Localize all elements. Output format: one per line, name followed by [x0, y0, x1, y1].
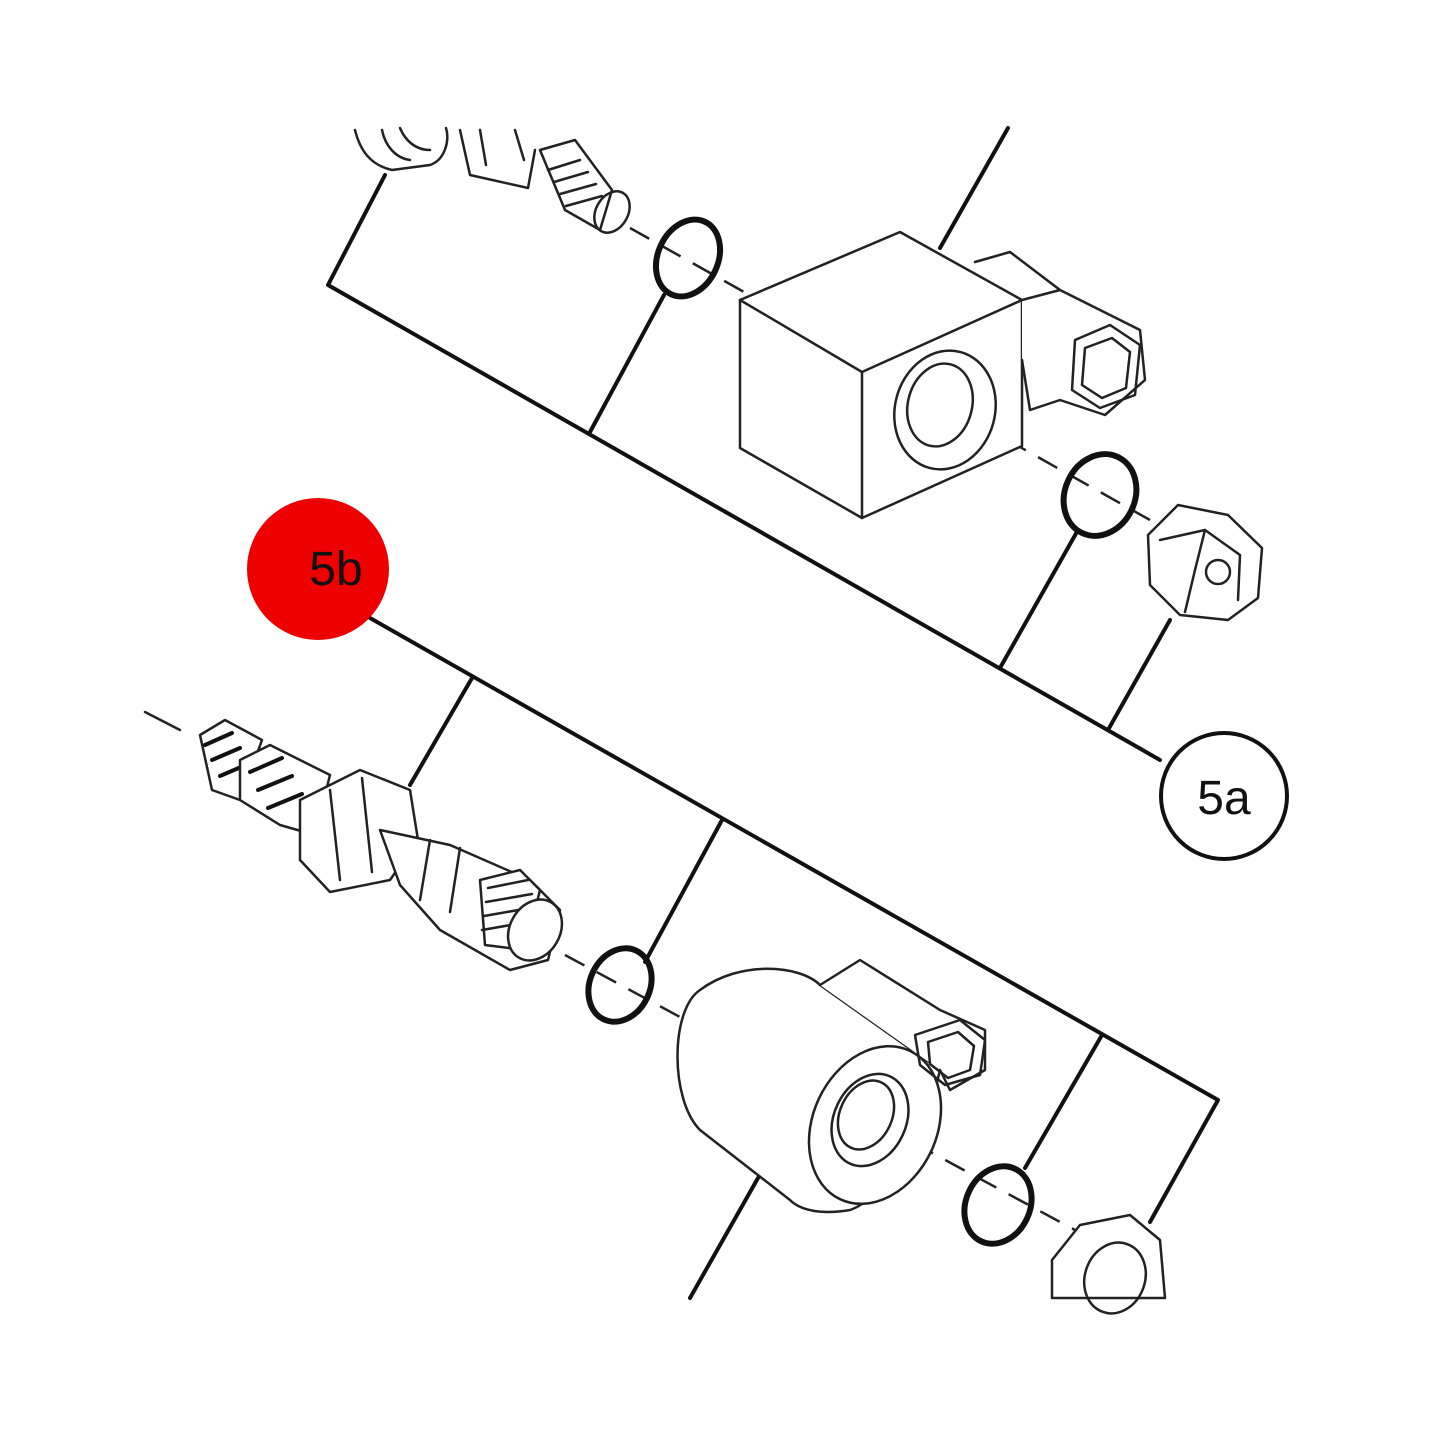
callout-5a-label: 5a — [1197, 772, 1251, 825]
lower-assembly — [143, 616, 1220, 1315]
upper-o-ring-1 — [652, 216, 724, 300]
leader-lines-5a — [326, 126, 1172, 762]
lower-axis-lead — [143, 710, 182, 732]
callout-5b-label: 5b — [309, 543, 362, 596]
upper-valve-cartridge — [353, 126, 631, 234]
leader-lines-5b — [368, 616, 1220, 1300]
callout-5b[interactable]: 5b — [247, 498, 389, 640]
lower-hex-nut — [1050, 1213, 1167, 1315]
callout-5a[interactable]: 5a — [1159, 731, 1289, 861]
lower-o-ring-2 — [961, 1163, 1035, 1247]
lower-valve-cartridge — [198, 718, 564, 972]
callout-5a-circle — [1159, 731, 1289, 861]
lower-round-coil — [676, 958, 987, 1214]
upper-assembly — [326, 126, 1264, 762]
upper-square-coil — [738, 230, 1147, 520]
upper-knurled-nut — [1146, 503, 1264, 622]
lower-o-ring-1 — [585, 945, 655, 1025]
upper-o-ring-2 — [1060, 451, 1140, 539]
callout-5b-circle — [247, 498, 389, 640]
